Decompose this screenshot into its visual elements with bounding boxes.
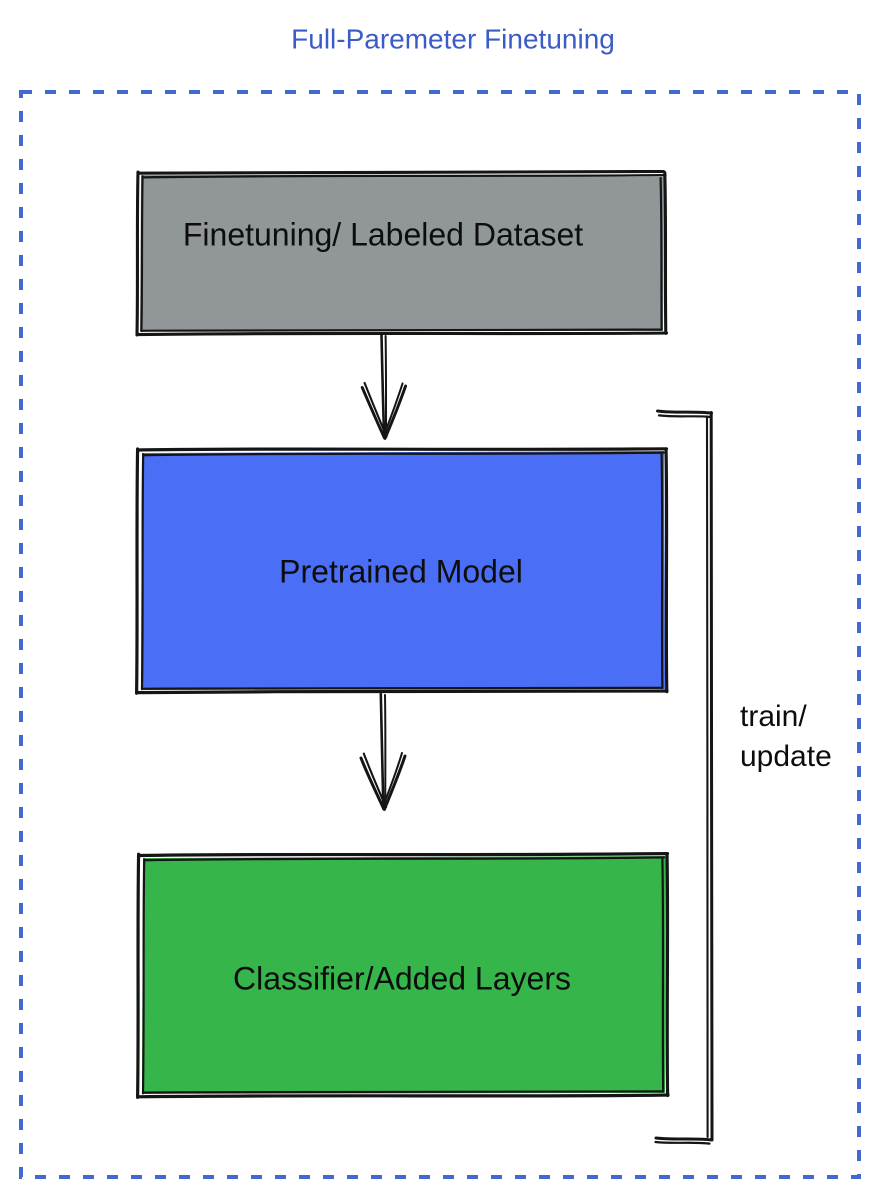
node-dataset-edge-bottom-b xyxy=(140,328,663,332)
arrow1-head-left-a xyxy=(360,386,386,440)
node-dataset-edge-left-b xyxy=(140,175,144,333)
node-dataset-edge-top-b xyxy=(141,174,667,179)
feedback-loop-connector: train/ update xyxy=(654,409,832,1145)
node-pretrained-model-fill xyxy=(141,451,665,690)
node-classifier-edge-bottom-b xyxy=(141,1090,664,1094)
node-classifier-edge-top-a xyxy=(137,852,670,858)
node-classifier-edge-left-a xyxy=(136,852,141,1099)
page-title: Full-Paremeter Finetuning xyxy=(291,23,615,54)
node-model-edge-right-a xyxy=(664,447,669,694)
feedback-bottom-stub-b xyxy=(654,1140,711,1145)
arrow2-head-right-a xyxy=(382,754,407,811)
feedback-loop-label-line2: update xyxy=(740,740,832,773)
node-model-edge-top-a xyxy=(136,447,669,452)
node-model-edge-left-a xyxy=(135,447,140,695)
feedback-top-stub-b xyxy=(657,414,712,419)
node-dataset-edge-top-a xyxy=(137,169,666,175)
node-model-edge-right-b xyxy=(660,452,664,690)
node-dataset[interactable]: Finetuning/ Labeled Dataset xyxy=(135,169,669,337)
dashed-container xyxy=(19,90,861,1179)
arrow-model-to-classifier xyxy=(359,692,407,811)
node-pretrained-model-label: Pretrained Model xyxy=(279,553,523,589)
node-model-edge-top-b xyxy=(142,451,665,457)
node-classifier-fill xyxy=(142,856,666,1094)
feedback-loop-label-line1: train/ xyxy=(740,700,807,733)
feedback-bottom-stub-a xyxy=(654,1136,714,1142)
node-dataset-edge-bottom-a xyxy=(135,331,669,337)
node-dataset-label: Finetuning/ Labeled Dataset xyxy=(183,216,583,252)
arrow2-head-right-b xyxy=(381,752,403,808)
node-classifier-edge-right-a xyxy=(665,852,670,1098)
node-dataset-fill xyxy=(140,175,664,331)
arrow1-head-right-b xyxy=(382,382,404,438)
arrow-dataset-to-model xyxy=(360,333,408,440)
node-model-edge-bottom-b xyxy=(140,686,663,690)
arrow2-head-left-a xyxy=(359,756,386,811)
feedback-top-stub-a xyxy=(656,409,713,415)
node-dataset-edge-right-a xyxy=(663,171,668,335)
node-classifier-edge-top-b xyxy=(143,856,666,862)
node-model-edge-bottom-a xyxy=(135,689,669,695)
arrow1-head-right-a xyxy=(383,384,408,440)
node-classifier-edge-left-b xyxy=(141,858,146,1095)
arrow1-shaft-a xyxy=(380,333,386,439)
node-dataset-edge-right-b xyxy=(659,176,663,331)
feedback-vertical-b xyxy=(705,415,709,1139)
node-pretrained-model[interactable]: Pretrained Model xyxy=(135,447,669,695)
node-classifier-edge-right-b xyxy=(661,857,665,1093)
node-classifier-label: Classifier/Added Layers xyxy=(233,960,571,996)
node-classifier-edge-bottom-a xyxy=(136,1093,670,1099)
node-model-edge-left-b xyxy=(140,453,145,691)
node-classifier[interactable]: Classifier/Added Layers xyxy=(136,852,670,1099)
feedback-vertical-a xyxy=(709,411,714,1141)
node-dataset-edge-left-a xyxy=(135,170,140,337)
arrow2-shaft-a xyxy=(379,692,385,810)
